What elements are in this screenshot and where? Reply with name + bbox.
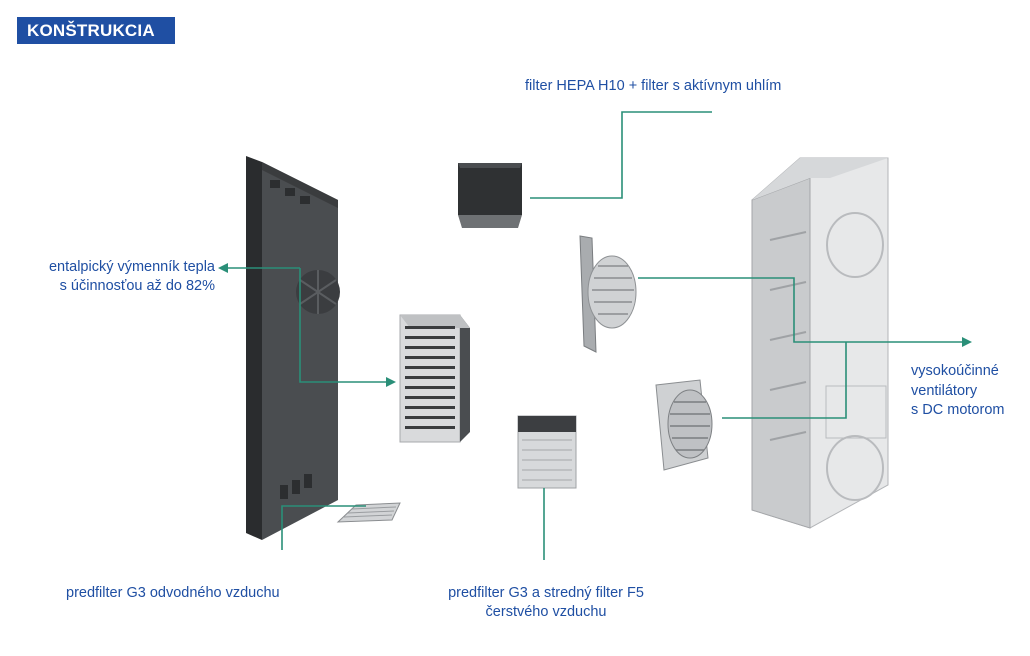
hepa-carbon-filter-block (458, 163, 522, 228)
section-title-badge: KONŠTRUKCIA (17, 17, 175, 44)
label-prefilter-fresh: predfilter G3 a stredný filter F5 čerstv… (440, 584, 652, 622)
upper-fan (579, 235, 637, 353)
exhaust-prefilter (336, 502, 401, 523)
lower-fan (655, 379, 713, 471)
leader-hepa (530, 111, 712, 199)
label-exchanger-line1: entalpický výmenník tepla (48, 259, 215, 275)
label-prefilter-fresh-line2: čerstvého vzduchu (485, 604, 607, 620)
arrowheads (218, 263, 972, 387)
leader-exhaust-prefilter (281, 505, 366, 550)
heat-exchanger-cube (399, 314, 470, 443)
arrow-right-icon (386, 377, 396, 387)
leader-fan-upper (638, 277, 965, 343)
arrow-right-icon (962, 337, 972, 347)
arrow-left-icon (218, 263, 228, 273)
label-exchanger: entalpický výmenník tepla s účinnosťou a… (32, 258, 215, 296)
front-panel (246, 156, 340, 540)
label-hepa: filter HEPA H10 + filter s aktívnym uhlí… (525, 78, 782, 94)
label-fans-line2: ventilátory (911, 382, 978, 399)
main-housing (751, 157, 889, 529)
label-prefilter-fresh-line1: predfilter G3 a stredný filter F5 (448, 585, 644, 601)
leader-fan-lower (722, 342, 847, 419)
label-fans: vysokoúčinné ventilátory s DC motorom (911, 362, 1004, 421)
label-exchanger-line2: s účinnosťou až do 82% (59, 278, 215, 294)
leader-lines (226, 111, 965, 560)
leader-exchanger-cube (299, 268, 388, 383)
label-prefilter-exhaust: predfilter G3 odvodného vzduchu (66, 585, 280, 601)
label-fans-line3: s DC motorom (911, 402, 1005, 418)
fresh-air-prefilter (517, 415, 577, 489)
label-fans-line1: vysokoúčinné (911, 363, 999, 379)
